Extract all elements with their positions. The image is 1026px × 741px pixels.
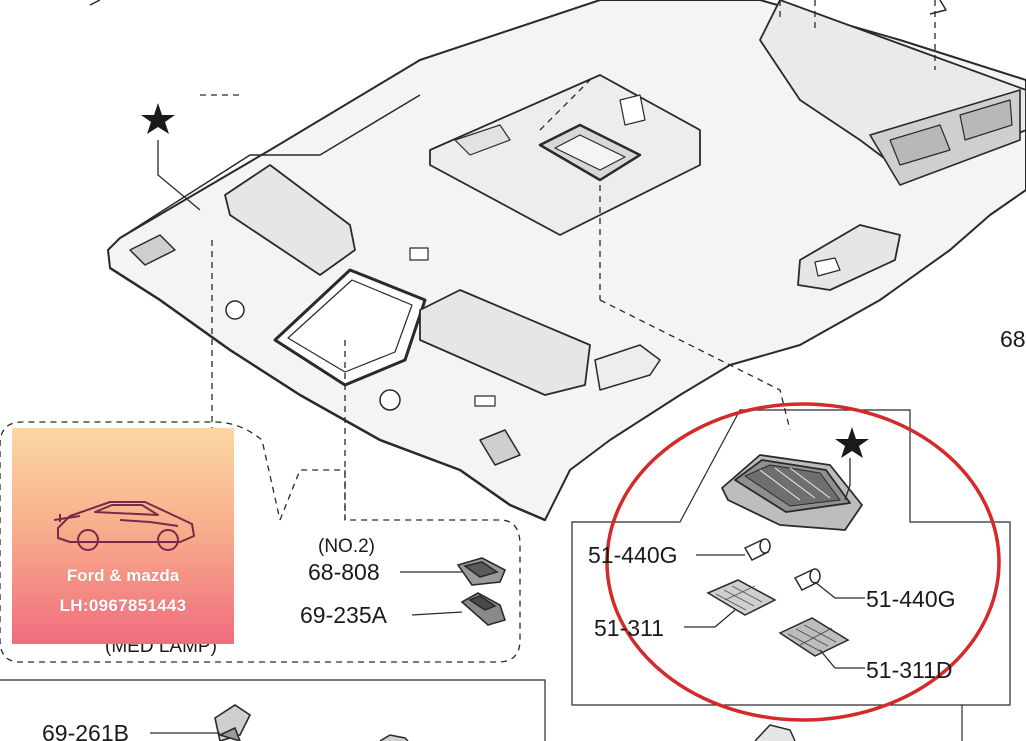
lamp-part-68-808 — [456, 557, 507, 586]
label-51-311: 51-311 — [594, 615, 664, 641]
label-51-440G-lower: 51-440G — [866, 586, 956, 612]
dashed-leaders — [200, 0, 936, 520]
headliner — [89, 0, 1026, 522]
star-icon — [141, 103, 175, 134]
label-68-partial: 68 — [1000, 326, 1026, 352]
label-51-440G-upper: 51-440G — [588, 542, 678, 568]
label-69-235A: 69-235A — [300, 602, 388, 628]
sports-car-icon — [53, 501, 195, 551]
interior-lamp-housing — [721, 454, 863, 531]
label-68-808: 68-808 — [308, 559, 380, 585]
part-leaders — [150, 140, 865, 734]
highlight-ellipse — [605, 402, 1001, 722]
star-icon — [835, 427, 869, 458]
bottom-right-sketch — [754, 724, 796, 741]
bulb-51-440G-lower — [793, 568, 821, 591]
part-69-261B — [214, 704, 252, 741]
lens-51-311D — [778, 617, 850, 657]
label-no2: (NO.2) — [318, 536, 375, 557]
badge-phone: LH:0967851443 — [59, 596, 187, 615]
lamp-part-69-235A — [460, 592, 507, 626]
label-51-311D: 51-311D — [866, 657, 953, 683]
bottom-part-sketch — [379, 734, 409, 741]
label-69-261B: 69-261B — [42, 720, 129, 741]
lens-51-311 — [706, 579, 777, 616]
badge-title: Ford & mazda — [66, 566, 180, 585]
bulb-51-440G-upper — [743, 538, 771, 561]
lower-left-box — [0, 679, 546, 741]
shop-badge: Ford & mazda LH:0967851443 — [12, 428, 234, 644]
lamp-group-box — [0, 421, 521, 663]
